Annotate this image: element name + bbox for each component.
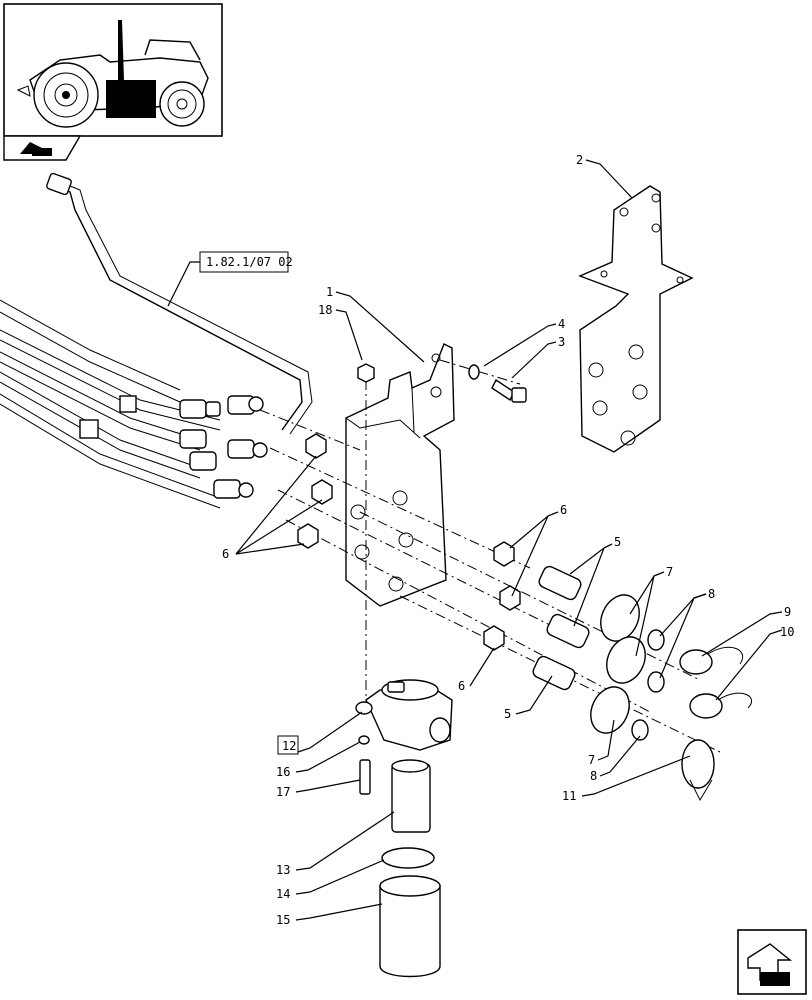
callout-6c: 6 <box>458 679 465 693</box>
callout-10: 10 <box>780 625 794 639</box>
callout-4: 4 <box>558 317 565 331</box>
callout-8b: 8 <box>590 769 597 783</box>
callout-11: 11 <box>562 789 576 803</box>
callout-6b: 6 <box>560 503 567 517</box>
callout-18: 18 <box>318 303 332 317</box>
callout-15: 15 <box>276 913 290 927</box>
callout-7a: 7 <box>666 565 673 579</box>
assembly-lines <box>259 359 721 753</box>
callout-9: 9 <box>784 605 791 619</box>
hydraulic-pipes <box>0 172 313 509</box>
filter-assembly <box>355 679 453 978</box>
callout-13: 13 <box>276 863 290 877</box>
callout-5a: 5 <box>614 535 621 549</box>
callouts: 1 18 2 4 3 6 6 6 5 5 7 7 8 8 9 10 11 16 … <box>222 153 794 927</box>
callout-14: 14 <box>276 887 290 901</box>
bracket-2 <box>578 185 694 453</box>
callout-1: 1 <box>326 285 333 299</box>
callout-8a: 8 <box>708 587 715 601</box>
callout-6a: 6 <box>222 547 229 561</box>
callout-5b: 5 <box>504 707 511 721</box>
leader-lines <box>235 159 783 921</box>
nut-set-6 <box>297 433 521 651</box>
callout-3: 3 <box>558 335 565 349</box>
bracket-1 <box>345 343 455 607</box>
forward-nav-icon[interactable] <box>737 929 807 995</box>
tractor-thumbnail[interactable] <box>3 3 223 137</box>
callout-16: 16 <box>276 765 290 779</box>
quick-couplers <box>532 565 646 734</box>
callout-7b: 7 <box>588 753 595 767</box>
back-nav-icon[interactable] <box>3 135 82 161</box>
dust-caps <box>631 629 753 802</box>
callout-12: 12 <box>282 739 296 753</box>
reference-label[interactable]: 1.82.1/07 02 <box>167 251 293 307</box>
callout-12-box[interactable]: 12 <box>277 735 299 755</box>
callout-2: 2 <box>576 153 583 167</box>
fasteners <box>357 363 527 403</box>
callout-17: 17 <box>276 785 290 799</box>
reference-label-text: 1.82.1/07 02 <box>206 255 293 269</box>
